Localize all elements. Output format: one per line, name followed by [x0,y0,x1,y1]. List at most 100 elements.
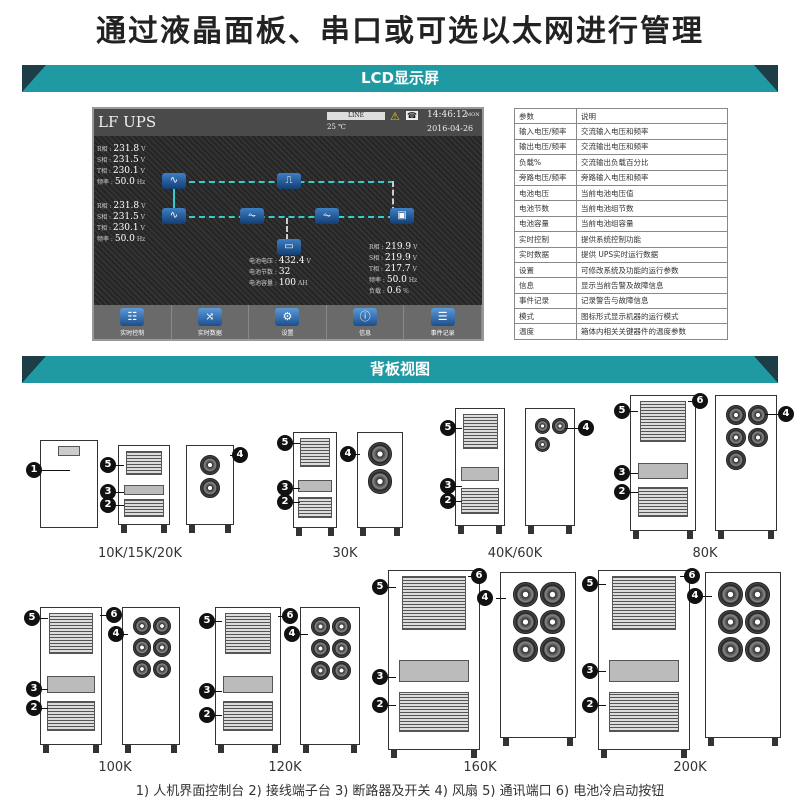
table-row: 电池电压当前电池电压值 [514,184,728,202]
reading-row: R相 : 219.9 V [369,242,418,252]
callout-line [765,414,779,415]
callout-marker: 2 [372,697,388,713]
breaker-panel [461,467,499,482]
fan-icon [748,427,768,448]
fan-icon [552,418,568,434]
control-console [58,446,80,456]
menu-icon: ⓘ [353,308,378,326]
breaker-panel [399,660,469,682]
output-socket-icon: ▣ [390,208,414,224]
table-row: 实时数据提供 UPS实时运行数据 [514,246,728,263]
lcd-menu-button[interactable]: ⤨实时数据 [172,305,250,339]
model-label: 120K [268,760,302,775]
callout-marker: 2 [100,497,116,513]
terminal-block [47,700,95,732]
table-header: 参数说明 [514,107,728,125]
callout-marker: 3 [372,669,388,685]
reading-row: 负载 : 0.6 % [369,286,409,296]
callout-marker: 3 [582,663,598,679]
fan-icon [513,582,538,607]
callout-marker: 5 [100,457,116,473]
breaker-panel [609,660,679,682]
callout-marker: 2 [26,700,42,716]
table-row: 信息显示当前告警及故障信息 [514,277,728,294]
callout-marker: 5 [614,403,630,419]
cabinet-foot [43,745,49,753]
model-label: 10K/15K/20K [98,546,182,561]
model-label: 200K [673,760,707,775]
reading-row: 电池容量 : 100 AH [249,278,308,288]
callout-line [496,598,506,599]
callout-marker: 4 [778,406,794,422]
fan-icon [332,661,351,680]
fan-icon [311,639,330,658]
callout-marker: 5 [440,420,456,436]
fan-icon [513,637,538,662]
cabinet-foot [161,525,167,533]
menu-icon: ⚙ [275,308,300,326]
reading-row: T相 : 230.1 V [97,223,145,233]
reading-row: S相 : 219.9 V [369,253,417,263]
fan-icon [132,659,151,678]
lcd-menu-button[interactable]: ☷实时控制 [94,305,172,339]
cabinet-foot [189,525,195,533]
cabinet-foot [93,745,99,753]
callout-marker: 4 [340,446,356,462]
cabinet-foot [171,745,177,753]
model-label: 160K [463,760,497,775]
menu-icon: ☷ [120,308,145,326]
inverter-icon: ⏦ [315,208,339,224]
vent-panel [299,438,331,467]
callout-line [40,470,70,471]
page-title: 通过液晶面板、串口或可选以太网进行管理 [96,14,704,49]
callout-line [38,618,48,619]
lcd-brand: LF UPS [98,113,157,131]
cabinet-foot [458,526,464,534]
terminal-block [609,692,679,732]
menu-icon: ☰ [430,308,455,326]
table-row: 电池节数当前电池组节数 [514,200,728,217]
lcd-menu-button[interactable]: ⚙设置 [249,305,327,339]
phone-icon: ☎ [406,111,418,120]
callout-line [452,486,462,487]
fan-icon [153,659,172,678]
cabinet-back [500,572,576,738]
reading-row: T相 : 230.1 V [97,166,145,176]
back-view-banner: 背板视图 [22,356,778,383]
cabinet-foot [528,526,534,534]
reading-row: 频率 : 50.0 Hz [97,177,146,187]
callout-marker: 4 [232,447,248,463]
callout-marker: 2 [582,697,598,713]
fan-icon [726,405,746,425]
terminal-block [399,692,469,732]
cabinet-foot [768,531,774,539]
warning-icon[interactable]: ⚠ [390,110,400,123]
fan-icon [726,427,746,448]
callout-marker: 6 [106,607,122,623]
callout-line [114,465,124,466]
table-row: 温度箱体内相关关键器件的温度参数 [514,323,728,340]
clock-date: 2016-04-26 [427,124,474,133]
vent-panel [639,401,687,442]
table-row: 负载%交流输出负载百分比 [514,154,728,171]
lcd-menu-button[interactable]: ☰事件记录 [404,305,482,339]
menu-icon: ⤨ [197,308,222,326]
table-row: 旁路电压/频率旁路输入电压和频率 [514,169,728,186]
cabinet-back [715,395,777,531]
vent-panel [611,576,677,630]
cabinet-foot [496,526,502,534]
cabinet-foot [328,528,334,536]
callout-line [114,505,124,506]
static-switch-icon: ⎍ [277,173,301,189]
clock-time: 14:46:12 [427,110,468,120]
callout-line [290,443,300,444]
fan-icon [534,418,550,434]
callout-line [386,587,396,588]
breaker-panel [124,485,164,495]
callout-line [452,501,462,502]
reading-row: 频率 : 50.0 Hz [369,275,418,285]
callout-marker: 4 [108,626,124,642]
vent-panel [401,576,467,630]
